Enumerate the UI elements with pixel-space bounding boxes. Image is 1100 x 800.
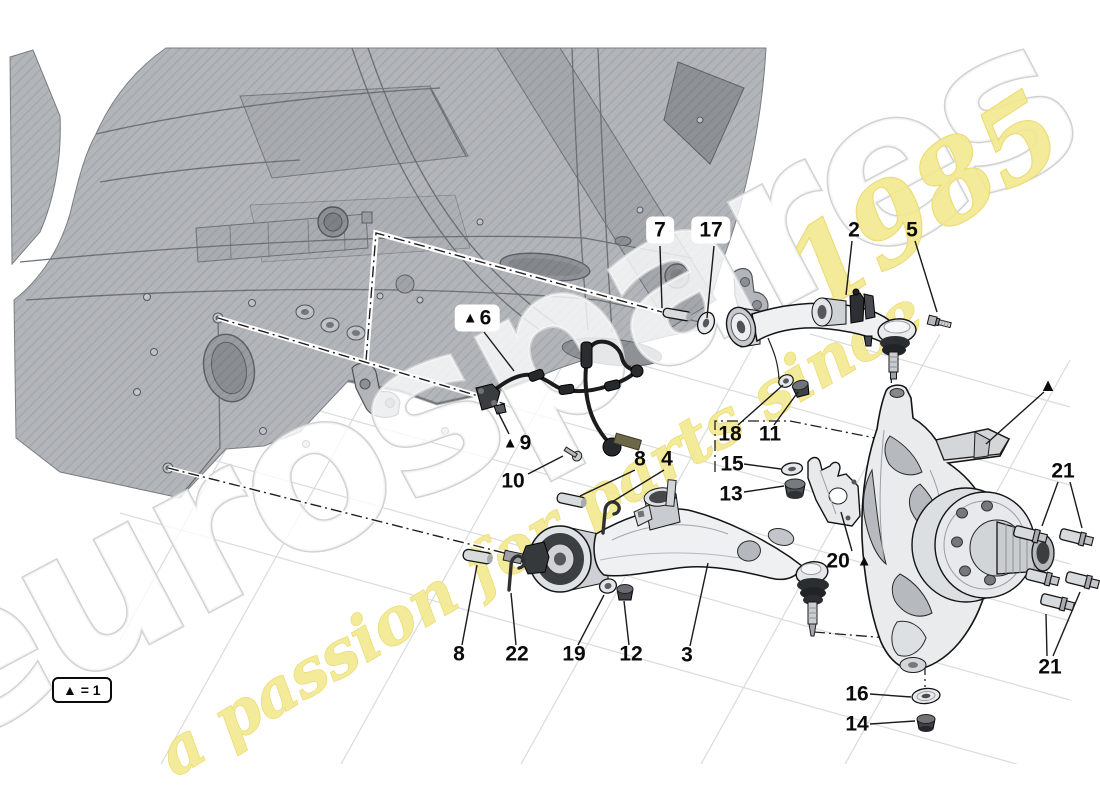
nut-part-14	[916, 714, 936, 732]
callout-12: 12	[619, 642, 643, 666]
leader-2	[845, 240, 853, 296]
callout-15: 15	[720, 452, 744, 476]
screw-part-10	[563, 446, 583, 462]
callout-5: 5	[906, 218, 918, 242]
washer-part-16	[911, 687, 941, 705]
nut-part-13	[784, 478, 806, 499]
leader-5	[914, 240, 938, 313]
callout-10: 10	[501, 469, 525, 493]
callout-20: 20▲	[826, 549, 872, 573]
nut-part-12	[616, 584, 634, 601]
callout-17: 17	[691, 216, 731, 244]
abs-sensor-cable	[475, 339, 644, 457]
leader-8-upper	[579, 469, 636, 497]
callout-19: 19	[562, 642, 586, 666]
callout-8-lower: 8	[453, 642, 465, 666]
callout-13: 13	[719, 482, 743, 506]
callout-16: 16	[845, 682, 869, 706]
pin-part-7	[662, 307, 692, 322]
callout-8-upper: 8	[634, 447, 646, 471]
leader-6	[483, 331, 515, 372]
leader-lines	[461, 240, 1083, 725]
callout-6: ▲6	[454, 304, 500, 332]
leader-21-lower	[1045, 613, 1048, 657]
leader-3	[689, 562, 709, 647]
leader-22	[510, 592, 517, 646]
wheel-hub	[911, 487, 1055, 603]
leader-11	[773, 391, 799, 426]
washer-part-19	[598, 578, 618, 594]
callout-21-lower: 21	[1038, 655, 1062, 679]
callout-22: 22	[505, 642, 529, 666]
legend-text: ▲ = 1	[63, 682, 101, 698]
leader-10	[527, 455, 564, 475]
leader-8-lower	[461, 564, 478, 646]
callout-14: 14	[845, 712, 869, 736]
callout-21-upper: 21	[1051, 459, 1075, 483]
leader-19	[577, 594, 605, 646]
legend-box: ▲ = 1	[52, 677, 112, 703]
callout-4: 4	[661, 447, 673, 471]
leader-16	[869, 693, 912, 698]
leader-15	[743, 463, 782, 470]
leader-4	[611, 469, 665, 503]
leader-14	[869, 720, 916, 725]
bracket-part-20	[807, 456, 861, 527]
callout-9: ▲9	[502, 431, 532, 455]
washer-part-15	[780, 462, 804, 476]
leader-13	[743, 485, 785, 493]
leader-21-upper	[1041, 481, 1059, 527]
leader-9	[497, 411, 510, 435]
leader-21-lower-1	[1052, 591, 1081, 657]
callout-7: 7	[646, 216, 674, 244]
leader-18	[737, 384, 784, 426]
leader-17	[706, 245, 715, 319]
leader-12	[623, 600, 630, 646]
callout-18: 18	[718, 422, 742, 446]
leader-20	[840, 511, 853, 552]
pin-part-8-upper	[556, 492, 587, 508]
upper-control-arm	[725, 288, 917, 380]
pin-part-8-lower	[462, 548, 493, 565]
lower-control-arm	[502, 479, 829, 637]
callout-11: 11	[758, 422, 782, 446]
callout-3: 3	[681, 643, 693, 667]
callout-triangle-knuckle: ▲	[1039, 375, 1057, 395]
leader-21-upper-1	[1069, 481, 1083, 529]
hook-part-4	[601, 500, 621, 535]
washer-part-18	[778, 374, 794, 388]
screw-part-5	[926, 314, 952, 329]
hook-part-22	[507, 554, 526, 592]
washer-part-17	[696, 311, 716, 335]
leader-triangle-knuckle	[985, 391, 1045, 445]
callout-2: 2	[848, 218, 860, 242]
leader-7	[659, 245, 663, 309]
